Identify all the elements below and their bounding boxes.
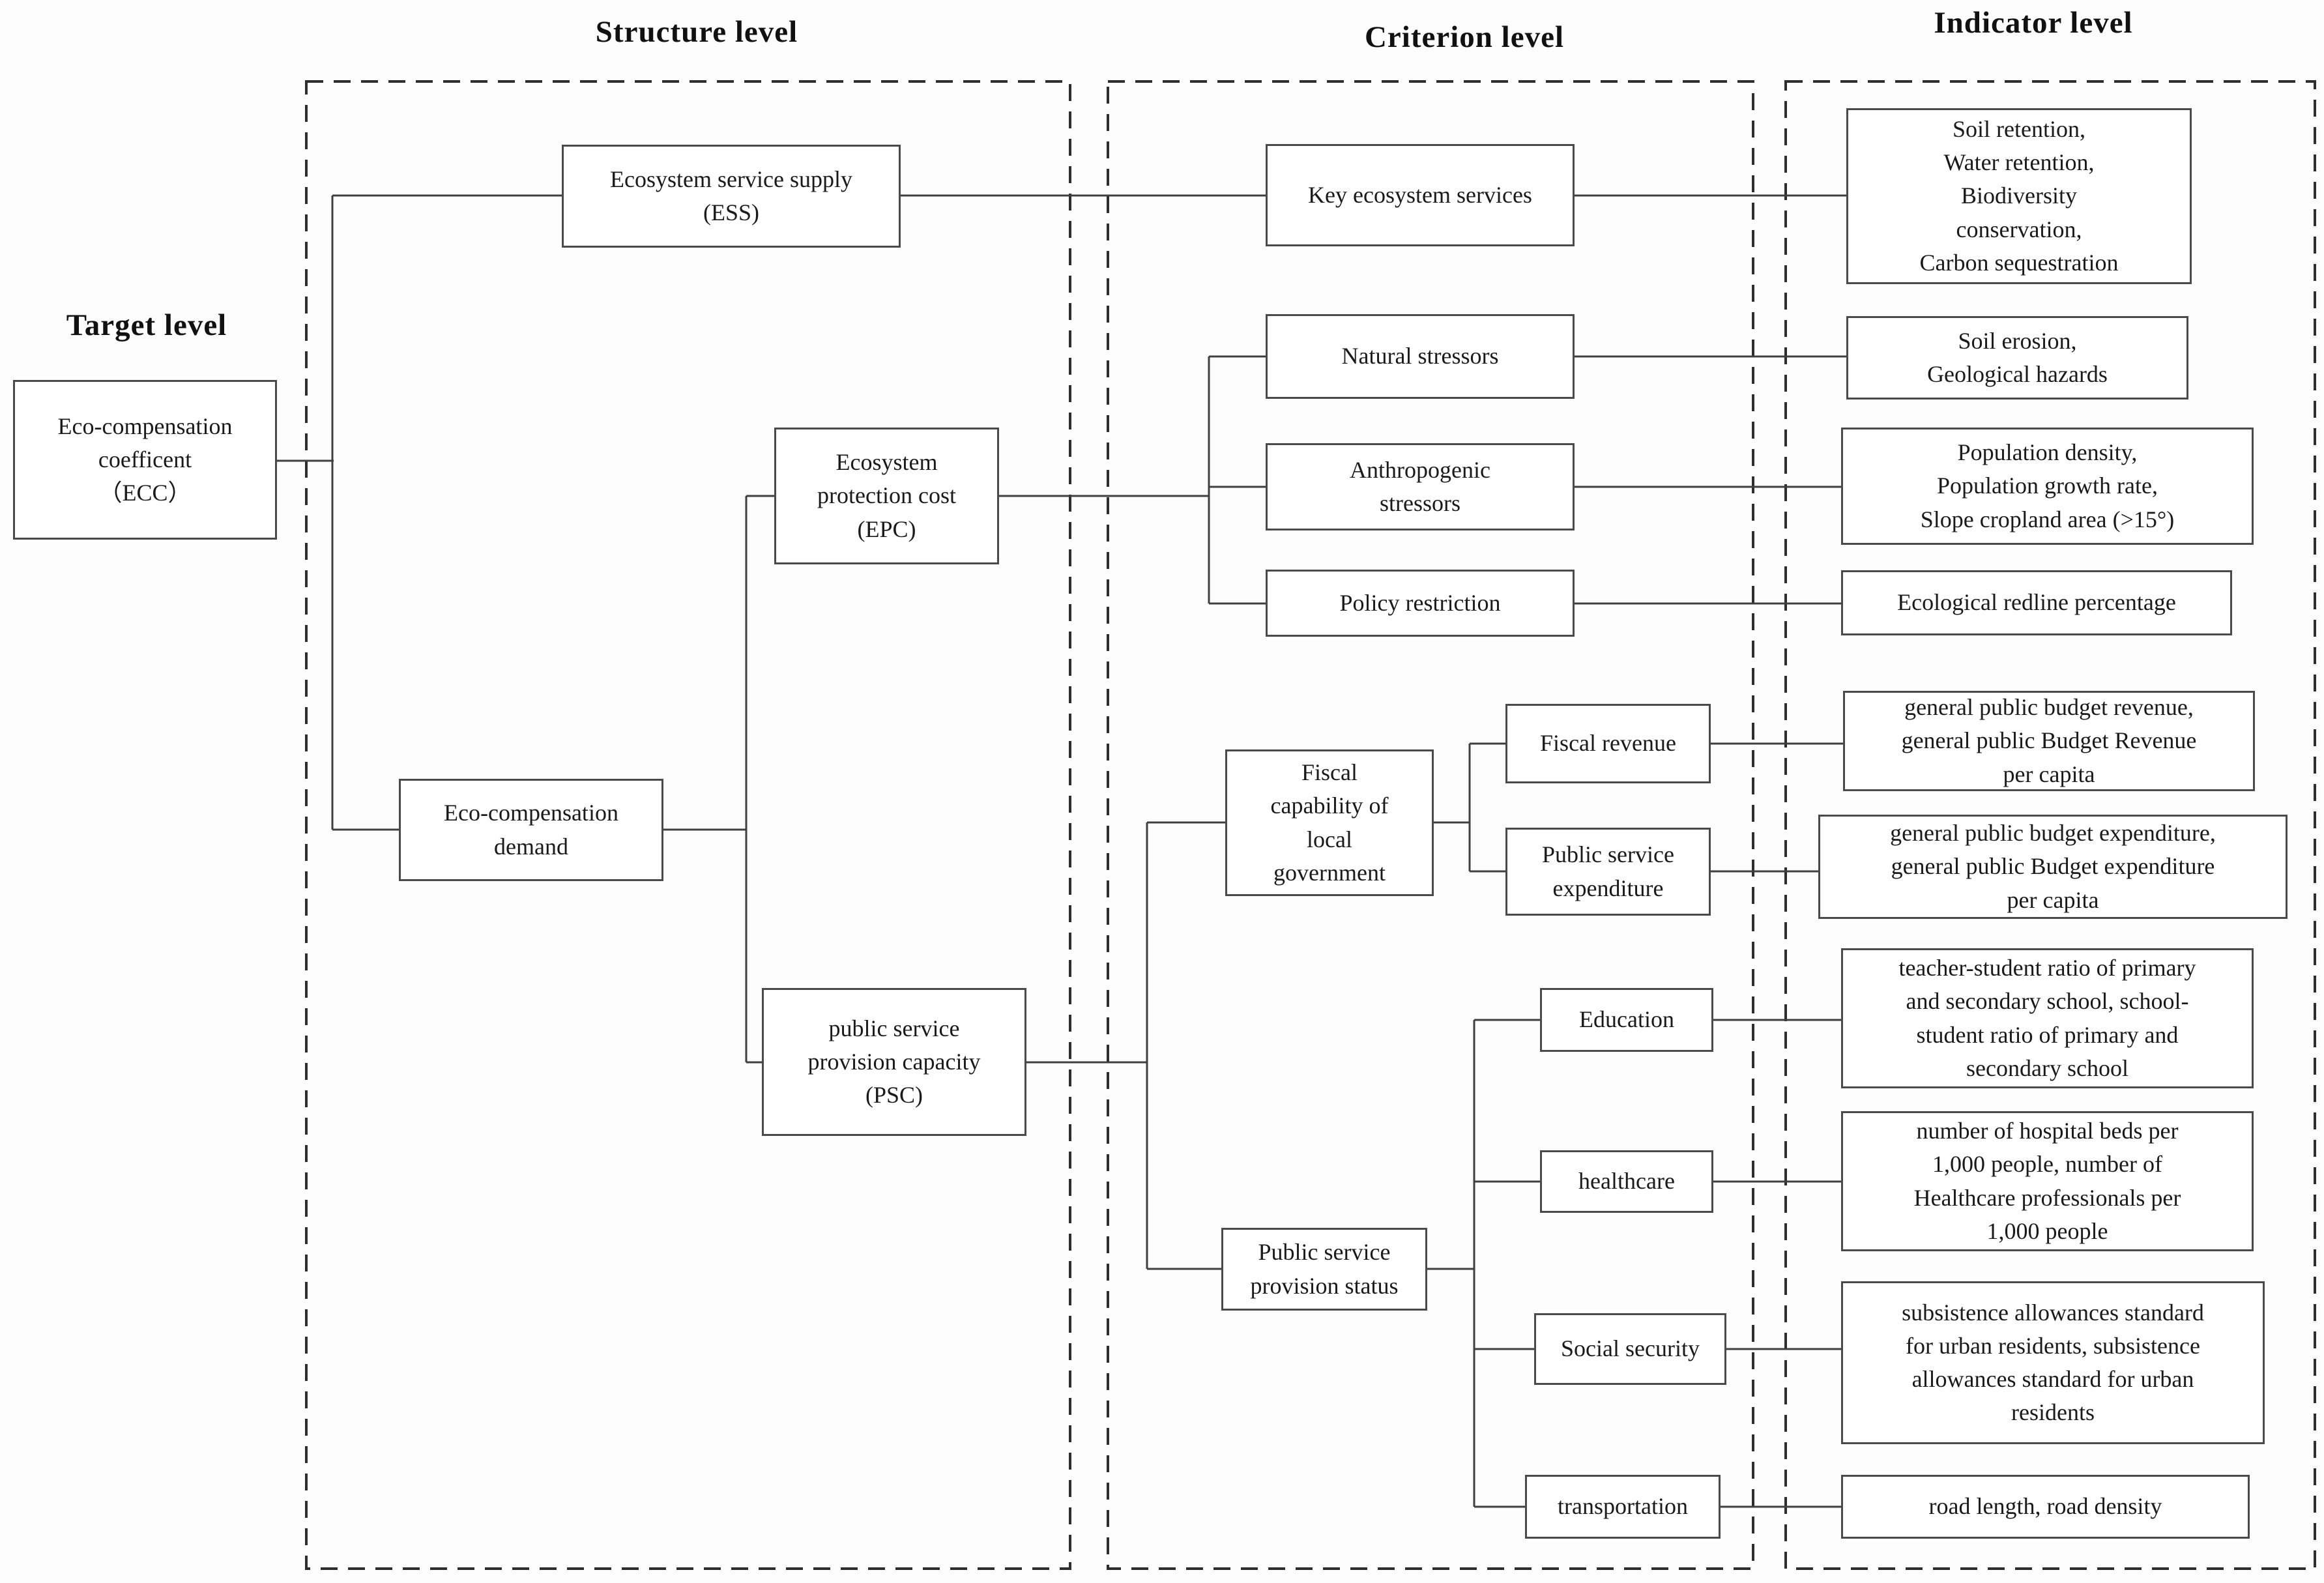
indicator-key-ecosystem-services: Soil retention, Water retention, Biodive…: [1846, 108, 2192, 284]
indicator-natural-stressors: Soil erosion, Geological hazards: [1846, 316, 2188, 399]
node-anthropogenic-stressors-label: Anthropogenic stressors: [1350, 456, 1490, 516]
node-ecosystem-service-supply-label: Ecosystem service supply (ESS): [610, 166, 852, 225]
node-fiscal-capability-of-local-government: Fiscal capability of local government: [1225, 749, 1434, 896]
node-policy-restriction-label: Policy restriction: [1339, 589, 1501, 616]
node-transportation: transportation: [1525, 1475, 1721, 1539]
node-education: Education: [1540, 988, 1713, 1052]
indicator-policy-restriction: Ecological redline percentage: [1841, 570, 2232, 635]
indicator-anthropogenic-stressors-label: Population density, Population growth ra…: [1920, 439, 2175, 532]
level-containers: [305, 80, 2316, 1570]
node-eco-compensation-coefficient: Eco-compensation coefficent （ECC）: [13, 380, 277, 540]
node-public-service-provision-status: Public service provision status: [1221, 1228, 1427, 1311]
indicator-level-header: Indicator level: [1934, 6, 2133, 40]
criterion-level-header: Criterion level: [1364, 20, 1565, 54]
structure-level-container: [305, 80, 1071, 1570]
node-transportation-label: transportation: [1558, 1493, 1688, 1520]
indicator-education-label: teacher-student ratio of primary and sec…: [1898, 955, 2196, 1081]
node-fiscal-revenue-label: Fiscal revenue: [1540, 730, 1676, 757]
node-fiscal-capability-of-local-government-label: Fiscal capability of local government: [1270, 759, 1389, 886]
connector-lines: [277, 194, 1846, 1508]
node-public-service-expenditure-label: Public service expenditure: [1542, 841, 1674, 901]
node-education-label: Education: [1579, 1006, 1674, 1033]
structure-level-header: Structure level: [595, 15, 798, 49]
node-healthcare-label: healthcare: [1578, 1168, 1675, 1195]
node-social-security-label: Social security: [1561, 1335, 1700, 1362]
node-eco-compensation-demand-label: Eco-compensation demand: [444, 800, 618, 860]
indicator-transportation-label: road length, road density: [1928, 1493, 2162, 1520]
node-ecosystem-service-supply: Ecosystem service supply (ESS): [562, 145, 901, 248]
node-eco-compensation-demand: Eco-compensation demand: [399, 779, 663, 881]
indicator-natural-stressors-label: Soil erosion, Geological hazards: [1927, 327, 2108, 387]
indicator-anthropogenic-stressors: Population density, Population growth ra…: [1841, 428, 2254, 545]
node-key-ecosystem-services: Key ecosystem services: [1266, 144, 1575, 246]
node-public-service-provision-capacity: public service provision capacity (PSC): [762, 988, 1026, 1136]
indicator-fiscal-revenue: general public budget revenue, general p…: [1843, 691, 2255, 791]
indicator-public-service-expenditure-label: general public budget expenditure, gener…: [1890, 820, 2216, 913]
node-natural-stressors: Natural stressors: [1266, 314, 1575, 399]
indicator-social-security-label: subsistence allowances standard for urba…: [1902, 1299, 2204, 1426]
node-natural-stressors-label: Natural stressors: [1341, 343, 1499, 370]
indicator-fiscal-revenue-label: general public budget revenue, general p…: [1901, 694, 2197, 787]
node-key-ecosystem-services-label: Key ecosystem services: [1308, 181, 1532, 208]
indicator-education: teacher-student ratio of primary and sec…: [1841, 948, 2254, 1088]
node-policy-restriction: Policy restriction: [1266, 570, 1575, 637]
node-public-service-expenditure: Public service expenditure: [1505, 828, 1711, 916]
node-social-security: Social security: [1534, 1313, 1726, 1385]
node-ecosystem-protection-cost-label: Ecosystem protection cost (EPC): [817, 449, 956, 542]
node-fiscal-revenue: Fiscal revenue: [1505, 704, 1711, 783]
node-public-service-provision-capacity-label: public service provision capacity (PSC): [807, 1015, 981, 1109]
indicator-transportation: road length, road density: [1841, 1475, 2250, 1539]
node-public-service-provision-status-label: Public service provision status: [1250, 1239, 1399, 1299]
node-ecosystem-protection-cost: Ecosystem protection cost (EPC): [774, 428, 999, 564]
node-eco-compensation-coefficient-label: Eco-compensation coefficent （ECC）: [57, 413, 233, 506]
node-anthropogenic-stressors: Anthropogenic stressors: [1266, 443, 1575, 530]
indicator-policy-restriction-label: Ecological redline percentage: [1897, 589, 2176, 616]
indicator-social-security: subsistence allowances standard for urba…: [1841, 1281, 2265, 1444]
indicator-healthcare: number of hospital beds per 1,000 people…: [1841, 1111, 2254, 1251]
indicator-healthcare-label: number of hospital beds per 1,000 people…: [1913, 1118, 2181, 1244]
indicator-public-service-expenditure: general public budget expenditure, gener…: [1818, 815, 2288, 919]
indicator-level-container: [1784, 80, 2316, 1570]
target-level-header: Target level: [66, 308, 227, 342]
node-healthcare: healthcare: [1540, 1150, 1713, 1213]
indicator-key-ecosystem-services-label: Soil retention, Water retention, Biodive…: [1919, 116, 2119, 276]
